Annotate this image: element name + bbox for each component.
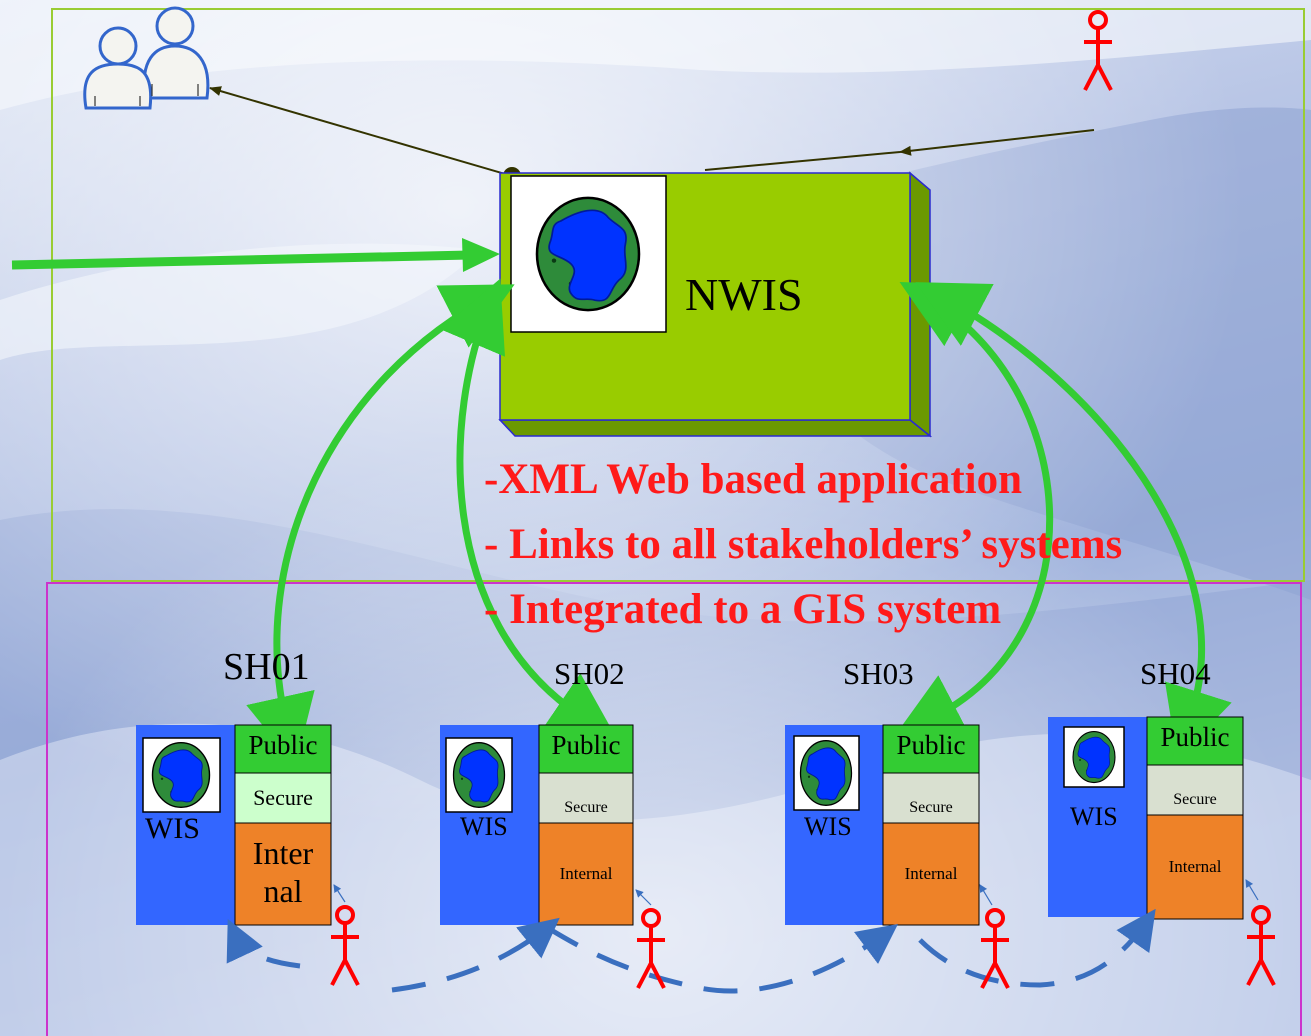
sh03-internal-label: Internal [904,864,958,883]
nwis-to-users-arrow [209,86,513,177]
stakeholder-system-sh01 [136,724,332,926]
sh04-wis-label: WIS [1070,802,1118,831]
stakeholder-system-sh03 [785,724,980,926]
stakeholder-system-sh02 [440,724,634,926]
sh03-title: SH03 [843,656,914,691]
sh01-title: SH01 [223,646,310,688]
sh03-wis-label: WIS [804,812,852,841]
stakeholder-system-sh04 [1048,716,1244,920]
sh03-secure-label: Secure [909,799,953,816]
stakeholder-frame [46,582,1302,1036]
sh01-public-label: Public [248,730,318,760]
bullet-3: - Integrated to a GIS system [484,586,1002,633]
sh03-public-label: Public [896,730,966,760]
bullet-1: -XML Web based application [484,456,1023,503]
sh04-public-label: Public [1160,722,1230,752]
actor-arrow-part [899,129,1095,156]
globe-icon [535,196,641,312]
sh02-internal-label: Internal [559,864,613,883]
sh04-secure-label: Secure [1173,791,1217,808]
sh02-title: SH02 [554,656,625,691]
link-arrows [246,278,1232,766]
incoming-link-arrow [11,250,471,270]
nwis-label: NWIS [685,269,803,320]
sh04-internal-label: Internal [1168,857,1222,876]
sh01-wis-label: WIS [145,812,200,845]
sh02-secure-label: Secure [564,799,608,816]
national-frame [51,8,1305,582]
actor-access-lines [333,879,1259,906]
sh01-internal-label: Inter nal [252,835,314,909]
sh02-wis-label: WIS [460,812,508,841]
bullet-2: - Links to all stakeholders’ systems [484,521,1123,568]
inter-system-flows [226,908,1156,994]
sh01-secure-label: Secure [253,785,313,810]
sh02-public-label: Public [551,730,621,760]
users-icon [83,6,210,110]
sh04-title: SH04 [1140,656,1211,691]
